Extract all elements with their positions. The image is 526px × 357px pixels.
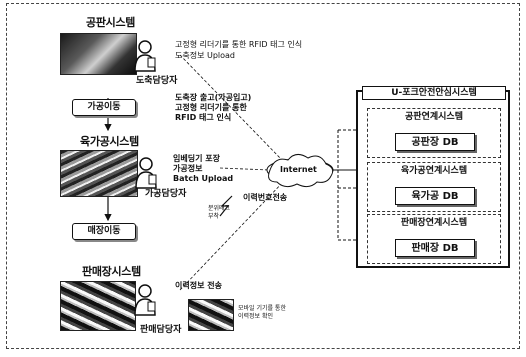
worker-icon: [134, 284, 156, 316]
processing-note-a: 임베딩기 포장: [173, 154, 220, 163]
processing-system-title: 육가공시스템: [80, 135, 139, 148]
internet-label: Internet: [280, 165, 317, 174]
tag-attach-1: 분위태그: [208, 205, 231, 212]
tag-attach-2: 부착: [208, 213, 220, 220]
history-label: 이력번호전송: [243, 193, 288, 202]
db-box: 판매장 DB: [395, 239, 475, 257]
db-box: 육가공 DB: [395, 187, 475, 205]
factory-role: 도축담당자: [136, 76, 178, 86]
subsystem-box: 판매장연계시스템 판매장 DB: [367, 214, 501, 264]
diagram-frame: [6, 3, 520, 349]
factory-note1: 고정형 리더기를 통한 RFID 태그 인식: [175, 40, 303, 49]
processing-note-1: 도축장 출고(가공입고): [175, 93, 252, 102]
subsystem-box: 육가공연계시스템 육가공 DB: [367, 162, 501, 212]
safety-system-title: U-포크안전안심시스템: [362, 86, 506, 100]
factory-note2: 도축정보 Upload: [175, 51, 236, 60]
factory-photo: [60, 33, 137, 75]
store-role: 판매담당자: [140, 325, 182, 335]
store-system-title: 판매장시스템: [82, 265, 141, 278]
subsystem-label: 공판연계시스템: [368, 109, 500, 122]
factory-system-title: 공판시스템: [86, 16, 136, 29]
db-box: 공판장 DB: [395, 133, 475, 151]
move-processing-label: 가공이동: [72, 99, 136, 116]
lightning-icon: [219, 195, 233, 217]
worker-icon: [135, 157, 157, 189]
store-small-2: 이력정보 확인: [238, 313, 274, 320]
subsystem-label: 판매장연계시스템: [368, 215, 500, 228]
move-store-label: 매장이동: [72, 223, 136, 240]
processing-role: 가공담당자: [145, 189, 187, 199]
processing-note-b: 가공정보: [173, 164, 203, 173]
store-photo: [60, 281, 136, 331]
subsystem-label: 육가공연계시스템: [368, 163, 500, 176]
processing-photo: [60, 150, 138, 197]
store-note: 이력정보 전송: [175, 281, 222, 290]
worker-icon: [134, 40, 156, 72]
store-small-1: 모바일 기기를 통한: [238, 305, 286, 312]
processing-note-c: Batch Upload: [173, 174, 234, 183]
processing-note-2: 고정형 리더기를 통한: [175, 103, 247, 112]
processing-note-3: RFID 태그 인식: [175, 113, 232, 122]
mobile-device-photo: [188, 299, 234, 331]
subsystem-box: 공판연계시스템 공판장 DB: [367, 108, 501, 158]
